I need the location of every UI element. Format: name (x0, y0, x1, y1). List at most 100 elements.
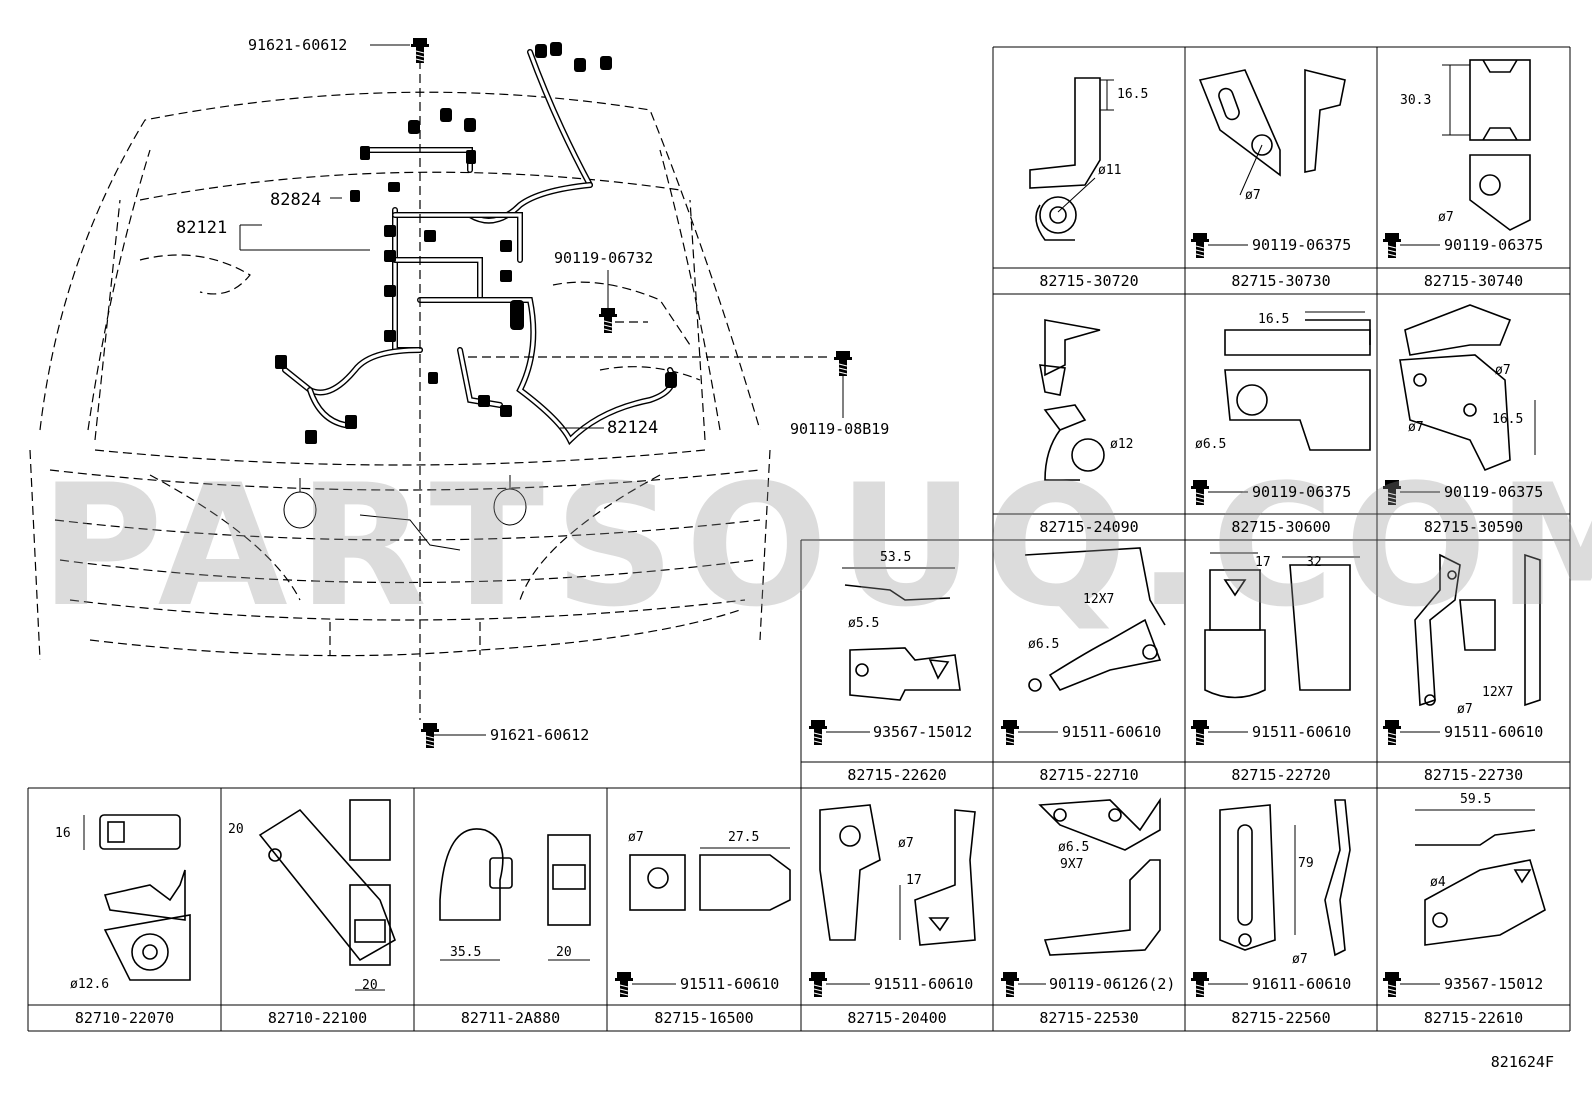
cell-part-number[interactable]: 82715-30600 (1231, 518, 1331, 536)
label-bolt-08b19[interactable]: 90119-08B19 (790, 420, 890, 438)
cell-part-number[interactable]: 82715-24090 (1039, 518, 1139, 536)
label-harness-82124[interactable]: 82124 (607, 418, 659, 438)
table-grid (27, 46, 1571, 1032)
cell-bolt-number[interactable]: 90119-06126(2) (1049, 975, 1176, 993)
bracket-30720 (1029, 77, 1114, 241)
cell-part-number[interactable]: 82715-22530 (1039, 1009, 1139, 1027)
dimension-label: 12X7 (1482, 685, 1514, 700)
cell-part-number[interactable]: 82715-16500 (654, 1009, 754, 1027)
bracket-22730 (1414, 553, 1541, 707)
cell-part-number[interactable]: 82711-2A880 (460, 1009, 561, 1027)
alignment-lines (419, 60, 832, 720)
cell-bolt-number[interactable]: 91511-60610 (1062, 723, 1162, 741)
label-harness-82121[interactable]: 82121 (176, 218, 228, 238)
bracket-22720 (1204, 552, 1360, 699)
dimension-label: ø6.5 (1028, 637, 1060, 652)
bracket-22710 (1024, 547, 1166, 692)
dimension-label: 32 (1306, 555, 1322, 570)
dimension-label: ø12 (1110, 437, 1134, 452)
dimension-label: ø7 (1245, 188, 1261, 203)
cell-part-number[interactable]: 82710-22100 (267, 1009, 368, 1027)
bracket-24090 (1039, 319, 1105, 481)
cell-part-number[interactable]: 82715-30590 (1423, 518, 1524, 536)
dimension-label: ø7 (628, 830, 644, 845)
bolt-icon-cell-30590 (1382, 479, 1402, 506)
harness-connectors (275, 42, 677, 444)
cell-bolt-number[interactable]: 90119-06375 (1252, 236, 1352, 254)
bolt-icon-cell-22560 (1190, 971, 1210, 998)
dimension-label: ø7 (898, 836, 914, 851)
cell-bolt-number[interactable]: 93567-15012 (873, 723, 973, 741)
bolt-icon-cell-22530 (1000, 971, 1020, 998)
bracket-30590 (1399, 304, 1536, 472)
hood-release (283, 475, 527, 551)
label-bolt-bottom[interactable]: 91621-60612 (490, 726, 590, 744)
cell-part-number[interactable]: 82715-22620 (847, 766, 947, 784)
dimension-label: 27.5 (728, 830, 760, 845)
cell-bolt-number[interactable]: 90119-06375 (1444, 483, 1544, 501)
bolt-icon-cell-22720 (1190, 719, 1210, 746)
dimension-label: ø12.6 (70, 977, 110, 992)
bolt-icon-06732 (598, 307, 618, 334)
bracket-30740 (1442, 59, 1531, 231)
cell-part-number[interactable]: 82715-20400 (847, 1009, 947, 1027)
cell-part-number[interactable]: 82715-30730 (1231, 272, 1331, 290)
bolt-icon-cell-22620 (808, 719, 828, 746)
vehicle-outline (29, 91, 771, 661)
bolt-icon-cell-22610 (1382, 971, 1402, 998)
bracket-30600 (1224, 311, 1371, 451)
label-bolt-top[interactable]: 91621-60612 (248, 36, 348, 54)
label-clamp-82824[interactable]: 82824 (270, 190, 322, 210)
dimension-label: ø7 (1495, 363, 1511, 378)
cell-bolt-number[interactable]: 93567-15012 (1444, 975, 1544, 993)
dimension-label: 20 (556, 945, 572, 960)
harness-bundle (282, 49, 676, 446)
cell-bolt-number[interactable]: 91511-60610 (1252, 723, 1352, 741)
cell-part-number[interactable]: 82715-22730 (1423, 766, 1524, 784)
dimension-label: ø4 (1430, 875, 1446, 890)
bolt-icon-08b19 (833, 350, 853, 377)
dimension-label: 20 (228, 822, 244, 837)
bolt-icon-cell-22710 (1000, 719, 1020, 746)
cell-bolt-number[interactable]: 91511-60610 (1444, 723, 1544, 741)
bolt-icon-top (410, 37, 430, 64)
cell-part-number[interactable]: 82715-30720 (1039, 272, 1139, 290)
cell-bolt-number[interactable]: 91611-60610 (1252, 975, 1352, 993)
cell-bolt-number[interactable]: 91511-60610 (874, 975, 974, 993)
dimension-label: ø6.5 (1058, 840, 1090, 855)
dimension-label: ø5.5 (848, 616, 880, 631)
bolt-icon-cell-16500 (614, 971, 634, 998)
bracket-22620 (842, 567, 961, 701)
dimension-label: 17 (906, 873, 922, 888)
bracket-30730 (1198, 68, 1346, 196)
cell-part-number[interactable]: 82715-22720 (1231, 766, 1331, 784)
dimension-label: 16 (55, 826, 71, 841)
cell-part-number[interactable]: 82715-22710 (1039, 766, 1139, 784)
bolt-icon-cell-30740 (1382, 232, 1402, 259)
bracket-22610 (1415, 809, 1546, 946)
cell-bolt-number[interactable]: 90119-06375 (1444, 236, 1544, 254)
dimension-label: 9X7 (1060, 857, 1084, 872)
dimension-label: 30.3 (1400, 93, 1432, 108)
leader-lines (239, 44, 844, 736)
dimension-label: 20 (362, 978, 378, 993)
dimension-label: 16.5 (1117, 87, 1149, 102)
cell-part-number[interactable]: 82715-22560 (1231, 1009, 1331, 1027)
dimension-label: 53.5 (880, 550, 912, 565)
dimension-label: ø7 (1438, 210, 1454, 225)
dimension-label: ø7 (1292, 952, 1308, 967)
dimension-label: 16.5 (1492, 412, 1524, 427)
cell-part-number[interactable]: 82710-22070 (74, 1009, 175, 1027)
cell-bolt-number[interactable]: 91511-60610 (680, 975, 780, 993)
dimension-label: 35.5 (450, 945, 482, 960)
cell-part-number[interactable]: 82715-30740 (1423, 272, 1524, 290)
dimension-label: ø7 (1457, 702, 1473, 717)
bolt-icon-cell-30730 (1190, 232, 1210, 259)
label-bolt-06732[interactable]: 90119-06732 (554, 249, 654, 267)
cell-part-number[interactable]: 82715-22610 (1423, 1009, 1524, 1027)
dimension-label: 79 (1298, 856, 1314, 871)
dimension-label: 17 (1255, 555, 1271, 570)
cell-bolt-number[interactable]: 90119-06375 (1252, 483, 1352, 501)
